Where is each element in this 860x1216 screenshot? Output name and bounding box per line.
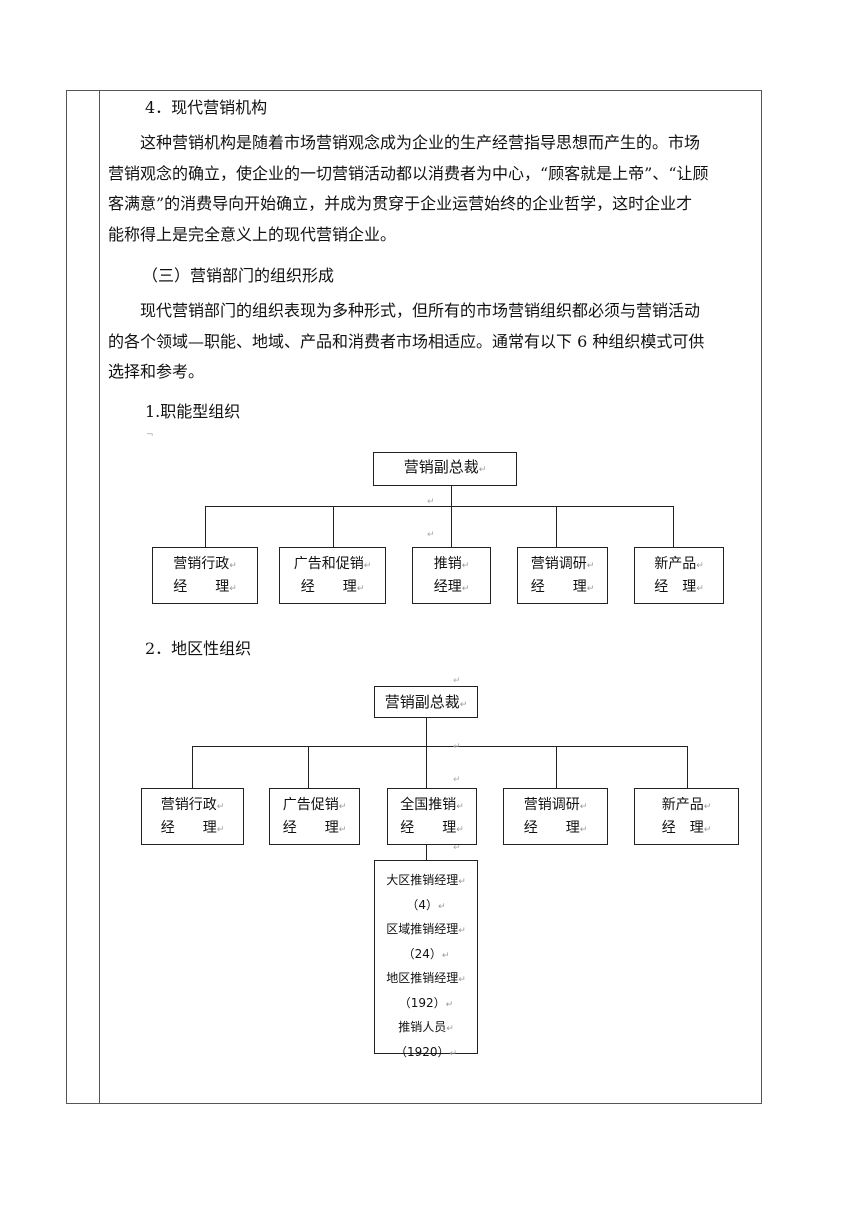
- org-box-label: 营销副总裁: [384, 693, 460, 711]
- connector-line: [205, 506, 206, 547]
- table-frame: [66, 90, 762, 1104]
- paragraph-department-forms: 现代营销部门的组织表现为多种形式，但所有的市场营销组织都必须与营销活动 的各个领…: [108, 296, 754, 388]
- org-box-sales: 推销↵ 经理↵: [412, 547, 491, 604]
- return-mark: ↵: [427, 497, 435, 507]
- connector-line: [687, 746, 688, 788]
- org-box-new-product: 新产品↵ 经 理↵: [634, 788, 739, 845]
- connector-line: [673, 506, 674, 547]
- list-item: 区域推销经理↵: [386, 922, 466, 936]
- org-box-admin: 营销行政↵ 经 理↵: [152, 547, 258, 604]
- org-box-top: 营销副总裁↵: [373, 452, 517, 486]
- list-item: 推销人员↵: [398, 1020, 454, 1034]
- connector-line: [192, 746, 687, 747]
- para1-line: 客满意”的消费导向开始确立，并成为贯穿于企业运营始终的企业哲学，这时企业才: [108, 194, 693, 213]
- table-left-column-divider: [99, 90, 100, 1104]
- org-box-new-product: 新产品↵ 经 理↵: [634, 547, 724, 604]
- org-box-research: 营销调研↵ 经 理↵: [517, 547, 608, 604]
- heading-modern-marketing: 4．现代营销机构: [145, 98, 268, 117]
- connector-line: [333, 506, 334, 547]
- list-item: （192）↵: [398, 995, 454, 1010]
- return-mark: ↵: [453, 775, 461, 785]
- return-mark: ¬: [146, 430, 154, 440]
- heading-department-forms: （三）营销部门的组织形成: [142, 266, 335, 285]
- org-box-national-sales: 全国推销↵ 经 理↵: [387, 788, 477, 845]
- paragraph-modern-marketing: 这种营销机构是随着市场营销观念成为企业的生产经营指导思想而产生的。市场 营销观念…: [108, 128, 754, 250]
- connector-line: [556, 746, 557, 788]
- return-mark: ↵: [453, 676, 461, 686]
- list-item: 大区推销经理↵: [386, 873, 466, 887]
- para2-line: 选择和参考。: [108, 362, 205, 381]
- connector-line: [451, 506, 452, 547]
- list-item: 地区推销经理↵: [386, 971, 466, 985]
- return-mark: ↵: [453, 843, 461, 853]
- connector-line: [205, 506, 673, 507]
- para1-line: 能称得上是完全意义上的现代营销企业。: [108, 224, 397, 244]
- sales-hierarchy-list: 大区推销经理↵ （4）↵ 区域推销经理↵ （24）↵ 地区推销经理↵ （192）…: [374, 860, 478, 1059]
- connector-line: [556, 506, 557, 547]
- heading-functional-org: 1.职能型组织: [145, 402, 241, 421]
- list-item: （1920）↵: [394, 1044, 458, 1059]
- org-box-advertising: 广告和促销↵ 经 理↵: [279, 547, 386, 604]
- org-box-advertising: 广告促销↵ 经 理↵: [269, 788, 360, 845]
- return-mark: ↵: [427, 530, 435, 540]
- connector-line: [451, 486, 452, 506]
- return-mark: ↵: [453, 742, 461, 752]
- org-box-research: 营销调研↵ 经 理↵: [503, 788, 608, 845]
- heading-regional-org: 2．地区性组织: [145, 639, 252, 658]
- list-item: （24）↵: [402, 946, 450, 961]
- org-box-top: 营销副总裁↵: [374, 686, 478, 718]
- para1-line: 这种营销机构是随着市场营销观念成为企业的生产经营指导思想而产生的。市场: [140, 133, 701, 152]
- connector-line: [308, 746, 309, 788]
- para1-line: 营销观念的确立，使企业的一切营销活动都以消费者为中心，“顾客就是上帝”、“让顾: [108, 163, 709, 183]
- org-box-admin: 营销行政↵ 经 理↵: [141, 788, 244, 845]
- connector-line: [192, 746, 193, 788]
- org-box-label: 营销副总裁: [403, 458, 479, 476]
- para2-line: 现代营销部门的组织表现为多种形式，但所有的市场营销组织都必须与营销活动: [140, 301, 701, 320]
- list-item: （4）↵: [406, 897, 446, 912]
- para2-line: 的各个领域—职能、地域、产品和消费者市场相适应。通常有以下 6 种组织模式可供: [108, 331, 705, 351]
